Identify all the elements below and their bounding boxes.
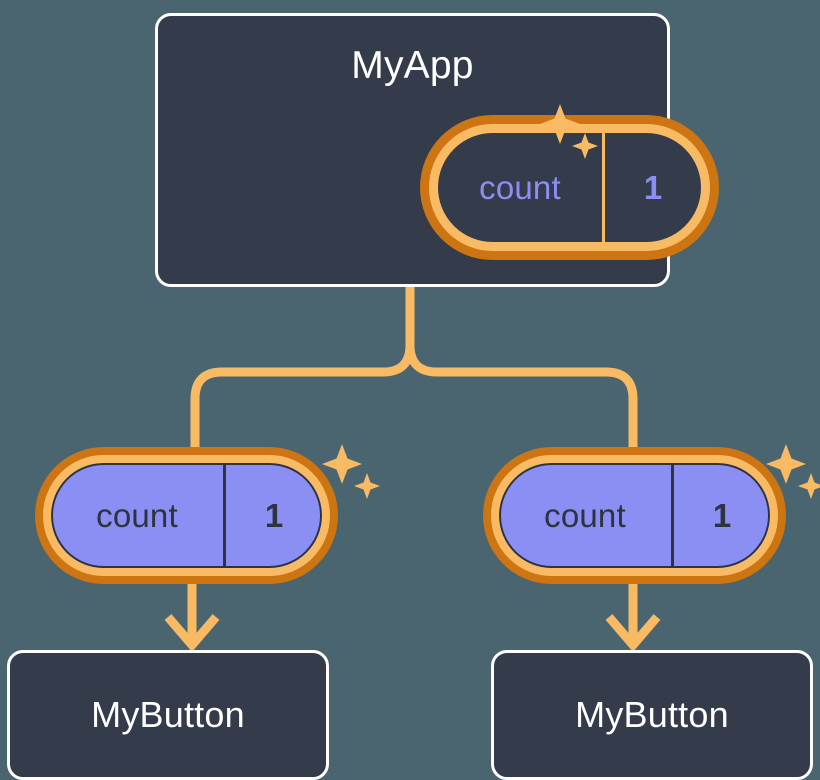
connector-branch-right: [405, 340, 638, 460]
arrow-head-right: [605, 614, 661, 652]
state-pill-child-left[interactable]: count 1: [43, 455, 330, 576]
arrow-head-left: [164, 614, 220, 652]
node-mybutton-right[interactable]: MyButton: [491, 650, 813, 780]
state-value: 1: [643, 168, 663, 206]
state-value: 1: [264, 496, 284, 534]
sparkle-icon: [798, 473, 820, 499]
state-pill-child-right[interactable]: count 1: [491, 455, 778, 576]
state-key: count: [544, 496, 626, 534]
state-pill-myapp[interactable]: count 1: [429, 124, 710, 251]
state-divider: [671, 463, 674, 568]
node-myapp-title: MyApp: [351, 44, 474, 87]
node-mybutton-label: MyButton: [91, 694, 245, 735]
sparkle-group-child-left: [322, 444, 380, 499]
state-value: 1: [712, 496, 732, 534]
state-divider: [223, 463, 226, 568]
node-mybutton-left[interactable]: MyButton: [7, 650, 329, 780]
sparkle-icon: [322, 444, 362, 484]
node-mybutton-label: MyButton: [575, 694, 729, 735]
state-key: count: [96, 496, 178, 534]
node-myapp[interactable]: MyApp count 1: [155, 13, 710, 287]
connector-branch-left: [190, 340, 415, 460]
sparkle-icon: [766, 444, 806, 484]
state-key: count: [479, 168, 561, 206]
sparkle-icon: [354, 473, 380, 499]
state-divider: [602, 133, 605, 242]
